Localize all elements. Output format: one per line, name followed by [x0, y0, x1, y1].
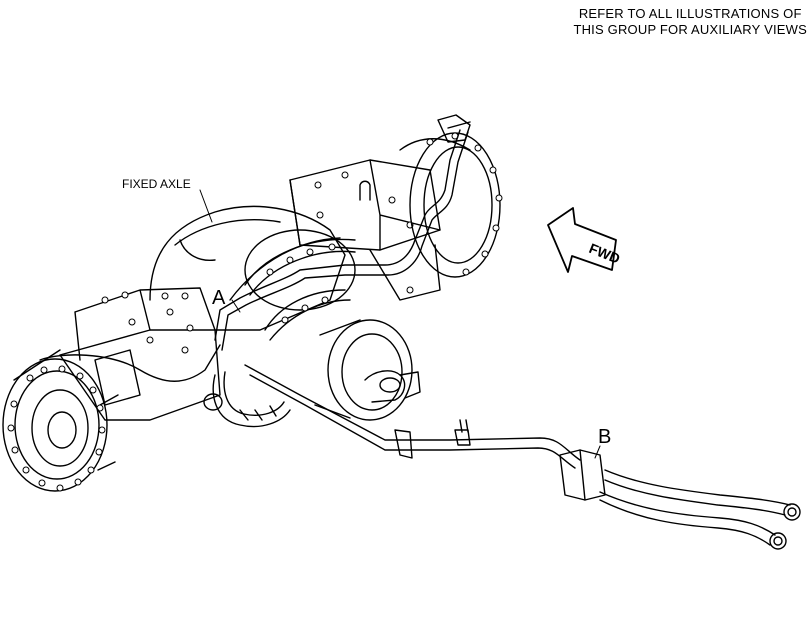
axle-housing-left: [59, 287, 221, 421]
fixed-axle-label: FIXED AXLE: [122, 177, 191, 191]
auxiliary-views-note: REFER TO ALL ILLUSTRATIONS OF THIS GROUP…: [573, 6, 807, 38]
axle-housing-right: [289, 159, 441, 301]
b-fitting-hoses: [559, 449, 801, 550]
drive-flange: [314, 319, 421, 421]
lower-hoses: [203, 371, 291, 428]
ring-gear: [244, 238, 356, 341]
note-line-2: THIS GROUP FOR AUXILIARY VIEWS: [573, 22, 807, 37]
brake-line-tube: [39, 129, 581, 469]
note-line-1: REFER TO ALL ILLUSTRATIONS OF: [578, 6, 802, 21]
top-fitting: [437, 114, 471, 143]
right-wheel-hub: [399, 132, 503, 278]
leader-lines: [199, 189, 601, 459]
callout-b: B: [598, 426, 611, 448]
callout-a: A: [212, 287, 226, 309]
left-wheel-hub: [2, 349, 119, 492]
differential-housing: [149, 205, 356, 331]
fwd-arrow-icon: FWD: [547, 207, 622, 273]
